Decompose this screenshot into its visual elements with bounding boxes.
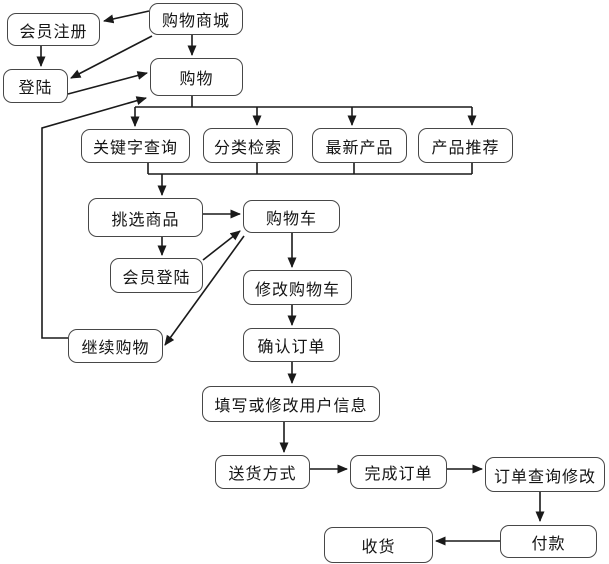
node-receive-goods: 收货 <box>324 527 433 563</box>
node-shopping: 购物 <box>150 58 243 96</box>
node-payment: 付款 <box>500 525 597 558</box>
node-continue-shopping: 继续购物 <box>68 329 163 363</box>
node-label-confirm-order: 确认订单 <box>257 339 326 356</box>
node-member-register: 会员注册 <box>7 13 100 46</box>
node-label-order-query-modify: 订单查询修改 <box>493 468 596 486</box>
node-keyword-search: 关键字查询 <box>81 129 190 163</box>
node-user-info: 填写或修改用户信息 <box>202 386 380 422</box>
node-label-shopping: 购物 <box>179 71 214 88</box>
node-label-payment: 付款 <box>531 535 566 553</box>
node-order-query-modify: 订单查询修改 <box>485 457 605 492</box>
node-label-login: 登陆 <box>18 80 53 97</box>
node-shopping-mall: 购物商城 <box>149 3 243 35</box>
node-label-receive-goods: 收货 <box>361 539 396 556</box>
edge-memberlogin-to-cart <box>202 230 241 261</box>
node-label-member-register: 会员注册 <box>19 23 88 41</box>
node-label-delivery-method: 送货方式 <box>228 466 297 483</box>
node-modify-cart: 修改购物车 <box>243 270 352 305</box>
edge-mall-to-register <box>103 10 150 24</box>
node-label-modify-cart: 修改购物车 <box>254 281 340 299</box>
node-label-newest-products: 最新产品 <box>325 139 394 157</box>
node-label-keyword-search: 关键字查询 <box>92 140 178 157</box>
node-label-cart: 购物车 <box>265 210 317 228</box>
node-member-login: 会员登陆 <box>110 258 203 293</box>
node-complete-order: 完成订单 <box>350 455 447 489</box>
node-label-member-login: 会员登陆 <box>122 269 191 287</box>
node-label-recommended: 产品推荐 <box>431 139 500 157</box>
node-label-shopping-mall: 购物商城 <box>161 13 230 30</box>
node-newest-products: 最新产品 <box>312 128 407 163</box>
node-confirm-order: 确认订单 <box>243 328 340 362</box>
node-recommended: 产品推荐 <box>418 128 513 163</box>
node-login: 登陆 <box>3 69 68 103</box>
node-pick-goods: 挑选商品 <box>88 198 203 237</box>
node-label-pick-goods: 挑选商品 <box>111 211 180 229</box>
node-label-category-search: 分类检索 <box>213 139 282 157</box>
node-delivery-method: 送货方式 <box>215 455 310 489</box>
node-label-complete-order: 完成订单 <box>364 466 433 483</box>
node-label-continue-shopping: 继续购物 <box>81 340 150 357</box>
node-cart: 购物车 <box>243 200 340 233</box>
node-category-search: 分类检索 <box>203 128 293 163</box>
edge-login-to-shopping <box>67 71 148 95</box>
node-label-user-info: 填写或修改用户信息 <box>214 398 368 415</box>
